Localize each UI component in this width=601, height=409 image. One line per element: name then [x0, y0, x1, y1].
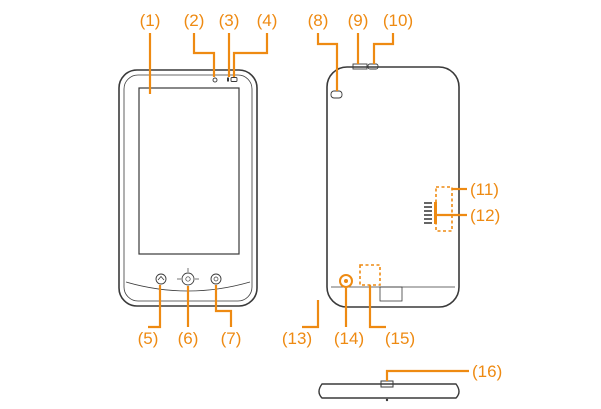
callout-8: (8) — [308, 11, 329, 30]
callout-15: (15) — [385, 329, 415, 348]
leader-10 — [372, 33, 395, 64]
callout-9: (9) — [348, 11, 369, 30]
speaker-center — [344, 279, 348, 283]
rear-window-icon — [330, 90, 343, 99]
center-key-dot — [185, 276, 191, 282]
bottom-hole-icon — [385, 398, 389, 402]
leader-5 — [148, 285, 162, 329]
leader-7 — [214, 285, 233, 327]
front-screen — [138, 87, 240, 255]
leader-16 — [385, 369, 469, 381]
callout-14: (14) — [334, 329, 364, 348]
bottom-edge-outline — [318, 383, 460, 399]
front-view — [118, 69, 258, 307]
callout-11: (11) — [470, 180, 499, 199]
callout-1: (1) — [140, 11, 161, 30]
callout-2: (2) — [184, 11, 205, 30]
leader-lines — [148, 33, 469, 381]
callout-10: (10) — [383, 11, 413, 30]
callout-12: (12) — [470, 206, 500, 225]
callout-labels: (1) (2) (3) (4) (5) (6) (7) (8) (9) (10)… — [138, 11, 503, 381]
callout-7: (7) — [221, 329, 242, 348]
callout-6: (6) — [178, 329, 199, 348]
back-bottom-tab — [379, 286, 403, 302]
front-camera-icon — [212, 77, 218, 83]
bottom-dashed-area — [359, 264, 381, 286]
callout-5: (5) — [138, 329, 159, 348]
center-key-icon — [181, 272, 195, 286]
speaker-icon — [339, 274, 353, 288]
leader-13 — [302, 300, 320, 329]
bottom-edge-view — [318, 380, 460, 402]
side-connector-icon — [424, 202, 437, 224]
leader-15 — [368, 285, 386, 329]
callout-3: (3) — [219, 11, 240, 30]
home-key-icon — [210, 273, 222, 285]
leader-8 — [316, 33, 339, 91]
callout-13: (13) — [282, 329, 312, 348]
home-key-glyph — [213, 276, 219, 282]
leader-4 — [232, 33, 269, 77]
leader-2 — [192, 33, 216, 77]
back-key-glyph — [157, 275, 165, 281]
front-body-inner — [123, 74, 253, 302]
back-body-outline — [326, 66, 460, 308]
callout-4: (4) — [257, 11, 278, 30]
top-slot-icon — [352, 63, 368, 70]
back-view — [326, 63, 460, 308]
sensor-right-icon — [230, 77, 238, 82]
callout-16: (16) — [472, 362, 502, 381]
sensor-left-icon — [227, 77, 229, 82]
side-dashed-area — [435, 186, 453, 232]
back-key-icon — [155, 273, 167, 285]
